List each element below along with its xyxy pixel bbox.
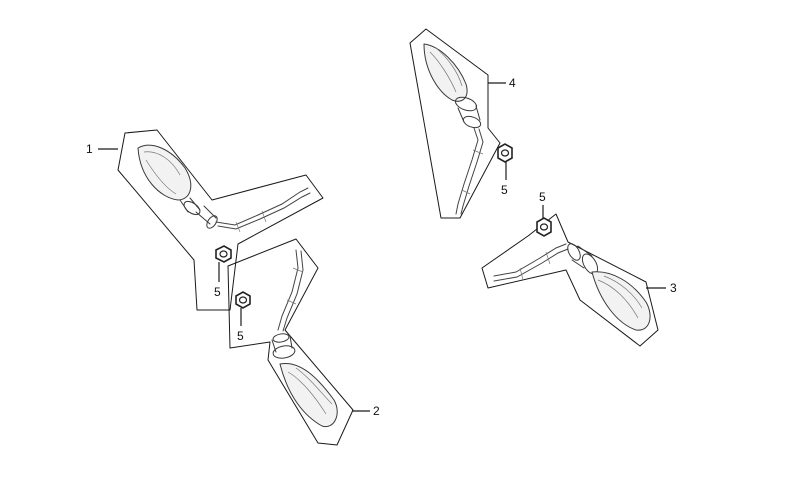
nut-5-d (536, 205, 552, 237)
assembly-3-turn-signal (481, 213, 659, 347)
callout-5a-label: 5 (214, 285, 221, 299)
callout-2-label: 2 (373, 404, 380, 418)
nut-5-b (235, 291, 251, 326)
callout-3-label: 3 (670, 281, 677, 295)
nut-5-c (497, 143, 513, 180)
callout-1-label: 1 (86, 142, 93, 156)
nut-5-a (215, 245, 232, 282)
assembly-1-turn-signal (117, 129, 324, 311)
assembly-2-turn-signal (227, 238, 354, 446)
assembly-4-boundary (409, 28, 501, 219)
callout-5c-label: 5 (501, 183, 508, 197)
callout-4-label: 4 (509, 76, 516, 90)
callout-5b-label: 5 (237, 329, 244, 343)
assembly-1-boundary (117, 129, 324, 311)
assembly-4-turn-signal (409, 28, 501, 219)
callout-5d-label: 5 (539, 190, 546, 204)
assembly-2-boundary (227, 238, 354, 446)
